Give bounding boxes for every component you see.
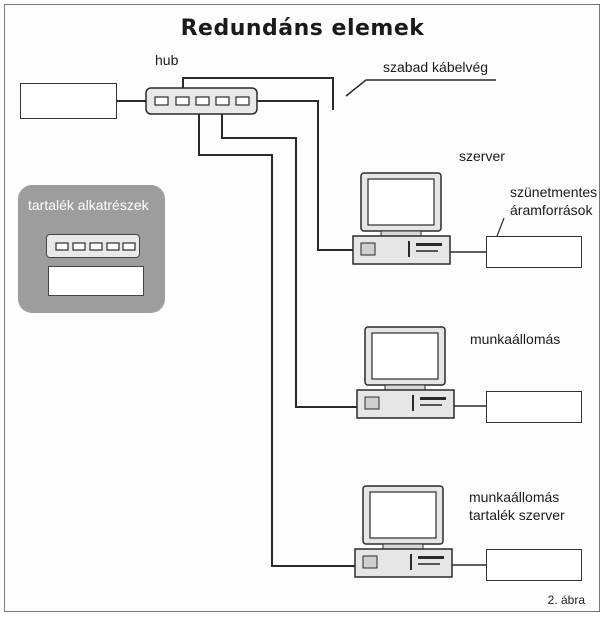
figure-caption: 2. ábra bbox=[547, 593, 585, 607]
server-label: szerver bbox=[459, 148, 505, 164]
free-cable-pointer bbox=[345, 79, 496, 97]
ups-box-server bbox=[486, 236, 582, 268]
link-server bbox=[257, 100, 355, 251]
link-workstation bbox=[221, 104, 357, 408]
diagram-title: Redundáns elemek bbox=[180, 16, 425, 41]
spare-parts-label: tartalék alkatrészek bbox=[28, 197, 149, 213]
left-device-box bbox=[20, 83, 117, 119]
spare-hub-ports bbox=[55, 242, 136, 251]
hub-port bbox=[235, 96, 250, 106]
hub-port bbox=[195, 96, 210, 106]
link-backup-server bbox=[198, 104, 355, 567]
ups-box-workstation bbox=[486, 391, 582, 423]
hub-port bbox=[215, 96, 230, 106]
hub-port bbox=[175, 96, 190, 106]
free-cable-label: szabad kábelvég bbox=[383, 59, 489, 75]
ups-box-backup bbox=[486, 549, 582, 581]
backup-server-computer bbox=[354, 485, 453, 578]
workstation-label: munkaállomás bbox=[470, 331, 561, 347]
hub-device bbox=[145, 87, 258, 115]
ups-label: szünetmentes áramforrások bbox=[510, 184, 598, 218]
hub-port bbox=[154, 96, 169, 106]
link-free-cable bbox=[182, 77, 334, 110]
hub-label: hub bbox=[155, 52, 179, 68]
server-computer bbox=[352, 172, 451, 265]
spare-ups-box bbox=[48, 266, 144, 296]
spare-hub bbox=[46, 234, 140, 258]
backup-server-label: munkaállomás tartalék szerver bbox=[469, 489, 565, 523]
workstation-computer bbox=[356, 326, 455, 419]
